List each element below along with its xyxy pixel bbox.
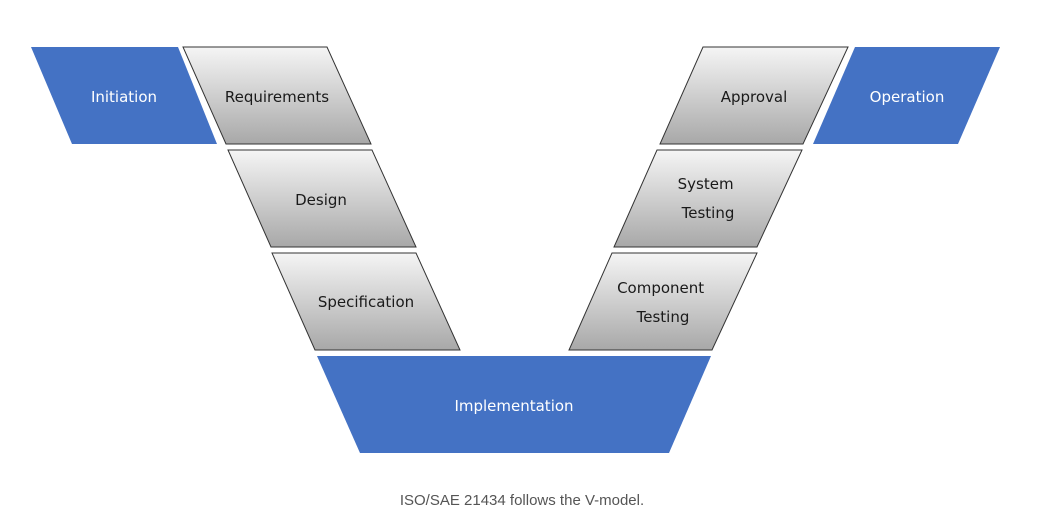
stage-operation: Operation	[813, 47, 1000, 144]
stage-component-testing-shape	[568, 252, 758, 351]
stage-approval: Approval	[659, 46, 849, 145]
svg-text:Operation: Operation	[870, 88, 945, 106]
svg-text:Requirements: Requirements	[225, 88, 329, 106]
stage-operation-label: Operation	[870, 88, 945, 106]
stage-approval-label: Approval	[721, 88, 788, 106]
stage-component-testing-label-line1: Component	[617, 279, 704, 297]
v-model-diagram: Initiation Requirements Design Specifica…	[31, 46, 1000, 453]
stage-initiation-shape	[31, 47, 217, 144]
svg-text:System Testing: System Testing	[678, 175, 739, 222]
stage-implementation-shape	[317, 356, 711, 453]
stage-component-testing-label-line2: Testing	[636, 308, 690, 326]
stage-system-testing-label-line2: Testing	[681, 204, 735, 222]
stage-specification: Specification	[271, 252, 461, 351]
svg-text:Design: Design	[295, 191, 347, 209]
svg-text:Specification: Specification	[318, 293, 414, 311]
stage-specification-label: Specification	[318, 293, 414, 311]
stage-requirements: Requirements	[182, 46, 372, 145]
stage-initiation-label: Initiation	[91, 88, 157, 106]
svg-text:Component Testing: Component Testing	[617, 279, 709, 326]
svg-text:Implementation: Implementation	[454, 397, 573, 415]
stage-requirements-shape	[182, 46, 372, 145]
stage-specification-shape	[271, 252, 461, 351]
stage-implementation: Implementation	[317, 356, 711, 453]
stage-system-testing-shape	[613, 149, 803, 248]
stage-design-label: Design	[295, 191, 347, 209]
stage-system-testing: System Testing	[613, 149, 803, 248]
figure-caption: ISO/SAE 21434 follows the V-model.	[399, 492, 645, 509]
svg-text:Approval: Approval	[721, 88, 788, 106]
stage-design-shape	[227, 149, 417, 248]
stage-design: Design	[227, 149, 417, 248]
svg-text:Initiation: Initiation	[91, 88, 157, 106]
stage-system-testing-label-line1: System	[678, 175, 734, 193]
stage-approval-shape	[659, 46, 849, 145]
stage-operation-shape	[813, 47, 1000, 144]
stage-component-testing: Component Testing	[568, 252, 758, 351]
stage-requirements-label: Requirements	[225, 88, 329, 106]
stage-initiation: Initiation	[31, 47, 217, 144]
stage-implementation-label: Implementation	[454, 397, 573, 415]
